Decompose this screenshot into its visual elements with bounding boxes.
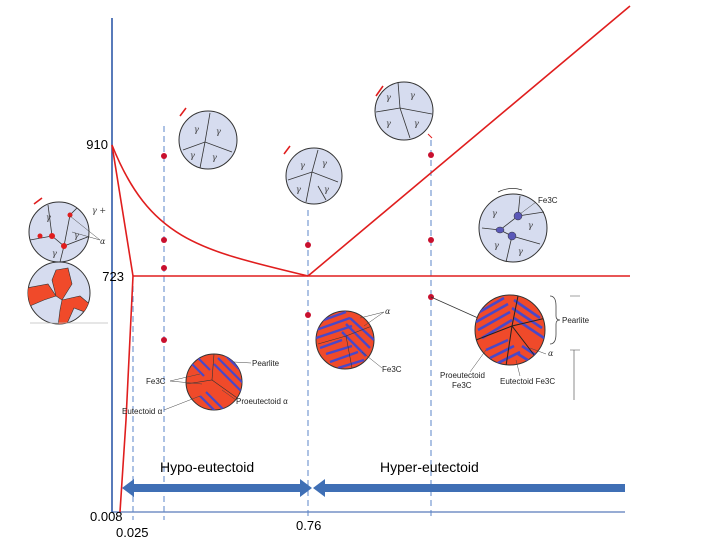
proeutectoid-fe3c-line2: Fe3C	[452, 381, 472, 390]
phase-boundaries	[111, 5, 631, 513]
hyper-arrow	[313, 479, 625, 497]
grain-label: γ	[386, 93, 391, 102]
acm-line	[307, 5, 631, 277]
micro-gamma-alpha-grown	[27, 261, 108, 325]
micro-gamma-alpha-left: γ γ γ γ + α	[28, 197, 106, 263]
point-eutectoid-above	[305, 242, 311, 248]
alloy-points	[161, 152, 434, 343]
grain-label: γ	[194, 125, 199, 134]
point-hypo-below	[161, 337, 167, 343]
hypo-annotations: Pearlite Fe3C Eutectoid α Proeutectoid α	[122, 359, 288, 416]
pearlite-label: Pearlite	[252, 359, 280, 368]
fe3c-label: Fe3C	[538, 196, 558, 205]
grain-label: γ	[414, 119, 419, 128]
micro-gamma-fe3c: γ γ γ γ Fe3C	[478, 188, 558, 263]
grain-label: γ	[212, 153, 217, 162]
alpha-annotation-hyper: α	[548, 349, 554, 358]
eutectoid-fe3c-annotation: Fe3C	[382, 365, 402, 374]
tick-723: 723	[102, 269, 124, 284]
grain-label: γ	[46, 213, 51, 222]
point-eutectoid-below	[305, 312, 311, 318]
grain-label: γ	[296, 185, 301, 194]
point-hypo-two-phase-2	[161, 265, 167, 271]
micro-hyper-final	[474, 294, 546, 366]
alpha-annotation: α	[385, 307, 391, 316]
grain-label: γ	[216, 127, 221, 136]
grain-label: γ	[190, 151, 195, 160]
point-hypo-austenite	[161, 153, 167, 159]
eutectoid-annotations: α Fe3C	[359, 307, 402, 374]
grain-label: γ	[52, 249, 57, 258]
hypo-double-arrow	[122, 479, 312, 497]
micro-eutectoid-austenite: γ γ γ γ	[283, 145, 343, 205]
pearlite-label-hyper: Pearlite	[562, 316, 590, 325]
pearlite-brace	[549, 295, 561, 345]
fe3c-annotation: Fe3C	[146, 377, 166, 386]
alpha-label: α	[100, 237, 106, 246]
tick-910: 910	[86, 137, 108, 152]
grain-label: γ	[518, 247, 523, 256]
region-arrows	[122, 479, 625, 497]
eutectoid-alpha-label: Eutectoid α	[122, 407, 163, 416]
grain-label: γ	[386, 119, 391, 128]
grain-label: γ	[492, 209, 497, 218]
grain-label: γ	[324, 185, 329, 194]
tick-0-025: 0.025	[116, 525, 149, 540]
eutectoid-fe3c-label: Eutectoid Fe3C	[500, 377, 555, 386]
grain-label: γ	[322, 159, 327, 168]
tick-0-76: 0.76	[296, 518, 321, 533]
a3-line	[111, 144, 309, 277]
alpha-gamma-boundary	[111, 144, 134, 277]
grain-label: γ	[300, 161, 305, 170]
hypo-eutectoid-label: Hypo-eutectoid	[160, 459, 254, 475]
point-hyper-two-phase	[428, 237, 434, 243]
tick-0-008: 0.008	[90, 509, 123, 524]
hyper-leader	[430, 296, 479, 319]
grain-label: γ	[528, 221, 533, 230]
micro-hyper-austenite: γ γ γ γ	[374, 81, 434, 141]
point-hyper-austenite	[428, 152, 434, 158]
hyper-eutectoid-label: Hyper-eutectoid	[380, 459, 479, 475]
point-hypo-two-phase-1	[161, 237, 167, 243]
micro-hypo-austenite: γ γ γ γ	[178, 107, 238, 170]
grain-label: γ	[74, 231, 79, 240]
hyper-annotations: Pearlite α Proeutectoid Fe3C Eutectoid F…	[440, 295, 590, 400]
composition-guides	[132, 126, 432, 520]
proeutectoid-alpha-label: Proeutectoid α	[236, 397, 288, 406]
grain-label: γ	[410, 91, 415, 100]
micro-eutectoid-final	[315, 310, 375, 370]
grain-label: γ	[494, 241, 499, 250]
solvus-line	[119, 275, 134, 513]
proeutectoid-fe3c-line1: Proeutectoid	[440, 371, 485, 380]
gamma-plus-label: γ +	[92, 206, 106, 215]
